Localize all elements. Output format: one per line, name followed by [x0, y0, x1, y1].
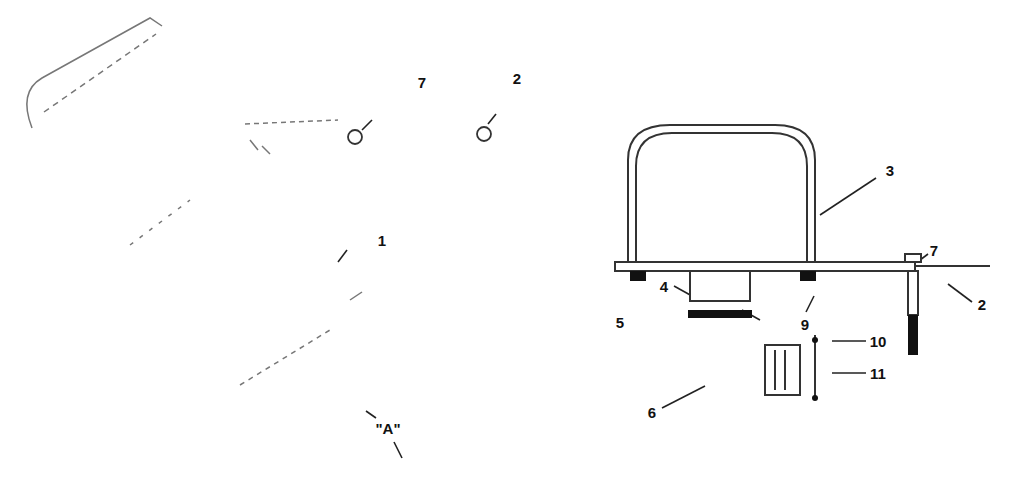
callout-number: 1 — [378, 233, 386, 248]
leader-line — [338, 114, 972, 458]
callout-number: 11 — [870, 366, 886, 381]
callout-number: 9 — [801, 317, 809, 332]
callout-number: "A" — [375, 421, 400, 436]
callout-number: 5 — [616, 315, 624, 330]
callout-number: 7 — [930, 243, 938, 258]
callout-number: 4 — [660, 279, 668, 294]
handle-ghost — [27, 18, 362, 385]
hole-symbol — [348, 127, 491, 144]
clamp-dark-parts — [630, 271, 918, 401]
callout-number: 2 — [978, 297, 986, 312]
callout-number: 2 — [513, 71, 521, 86]
u-bolt-clamp — [615, 125, 990, 400]
callout-number: 7 — [418, 75, 426, 90]
callout-number: 10 — [870, 334, 887, 349]
callout-number: 3 — [886, 163, 894, 178]
callout-number: 6 — [648, 405, 656, 420]
